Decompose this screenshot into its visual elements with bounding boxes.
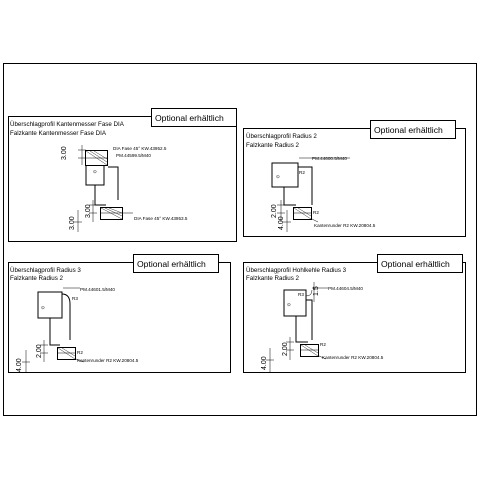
panel-2-r-top: R2: [299, 170, 305, 175]
panel-2-r-bottom: R2: [313, 210, 319, 215]
panel-3-title-line2: Falzkante Radius 2: [10, 275, 64, 282]
panel-3-frame: [8, 262, 231, 373]
panel-1-dim-1: 3.00: [61, 146, 68, 160]
panel-1-top-tool-b: PM.44599.5/M40: [116, 153, 151, 158]
panel-3: Optional erhältlich Überschlagprofil Rad…: [8, 254, 231, 373]
panel-1-dimensions: 3.00 3.00 3.00: [61, 145, 97, 232]
panel-1-profile: ⊙: [85, 150, 133, 220]
panel-4-dimensions: 1.5 2.00 4.00: [261, 282, 320, 372]
svg-text:⊙: ⊙: [276, 174, 280, 179]
panel-1-bottom-tool: DIA Fase 45° KW.43953.5: [134, 216, 188, 221]
panel-4-frame: [243, 262, 466, 373]
panel-4-r-top: R3: [298, 292, 304, 297]
panel-3-pm-label: PM.44601.5/M40: [80, 287, 115, 292]
panel-4-pm-label: PM.44604.5/M40: [328, 286, 363, 291]
panel-1-badge-box: [151, 108, 237, 127]
panel-1-dim-2: 3.00: [85, 204, 92, 218]
panel-1-title-line2: Falzkante Kantenmesser Fase DIA: [10, 130, 107, 137]
panel-1-dim-3: 3.00: [69, 216, 76, 230]
panel-2-badge-box: [370, 120, 456, 139]
panel-1-frame: [8, 116, 237, 242]
svg-text:⊙: ⊙: [93, 169, 97, 174]
panel-1-badge: Optional erhältlich: [155, 113, 224, 123]
panel-3-tool: Kantenrunder R2 KW.20804.5: [77, 358, 139, 363]
panel-1: Optional erhältlich Überschlagprofil Kan…: [8, 108, 237, 242]
panel-3-title-line1: Überschlagprofil Radius 3: [10, 267, 81, 274]
panel-4-dim-1: 1.5: [313, 286, 320, 296]
panel-2-dim-1: 2.00: [271, 204, 278, 218]
panel-4: Optional erhältlich Überschlagprofil Hoh…: [243, 254, 466, 373]
panel-3-r-top: R3: [72, 296, 78, 301]
panel-1-title-line1: Überschlagprofil Kantenmesser Fase DIA: [10, 121, 125, 128]
panel-4-title-line2: Falzkante Radius 2: [246, 275, 300, 282]
panel-4-dim-3: 4.00: [261, 356, 268, 370]
panel-2-badge: Optional erhältlich: [374, 125, 443, 135]
panel-3-dimensions: 2.00 4.00: [16, 340, 48, 372]
panel-2-title-line2: Falzkante Radius 2: [246, 142, 300, 149]
panel-2-frame: [243, 128, 466, 237]
svg-text:⊙: ⊙: [287, 302, 291, 307]
panel-2-dim-2: 4.00: [278, 216, 285, 230]
panel-2-pm-label: PM.44600.5/M40: [312, 156, 347, 161]
panel-1-top-tool-a: DIA Fase 45° KW.43952.5: [113, 146, 167, 151]
panel-4-badge: Optional erhältlich: [381, 259, 450, 269]
panel-2: Optional erhältlich Überschlagprofil Rad…: [243, 120, 466, 237]
panel-2-dimensions: 2.00 4.00: [271, 200, 291, 232]
panel-3-r-bottom: R2: [77, 350, 83, 355]
panel-3-badge: Optional erhältlich: [137, 259, 206, 269]
panel-3-profile: ⊙: [37, 291, 85, 363]
panel-2-tool: Kantenrunder R2 KW.20804.5: [314, 223, 376, 228]
panel-2-title-line1: Überschlagprofil Radius 2: [246, 133, 317, 140]
panel-3-dim-1: 2.00: [36, 344, 43, 358]
panel-4-badge-box: [377, 254, 463, 273]
panel-4-profile: ⊙: [283, 289, 327, 360]
panel-4-title-line1: Überschlagprofil Hohlkehle Radius 3: [246, 267, 347, 274]
panel-4-tool: Kantenrunder R2 KW.20804.5: [322, 355, 384, 360]
panel-4-r-bottom: R2: [320, 342, 326, 347]
svg-text:⊙: ⊙: [41, 305, 45, 310]
panel-4-dim-2: 2.00: [282, 342, 289, 356]
panel-3-dim-2: 4.00: [16, 358, 23, 372]
panel-3-badge-box: [133, 254, 219, 273]
